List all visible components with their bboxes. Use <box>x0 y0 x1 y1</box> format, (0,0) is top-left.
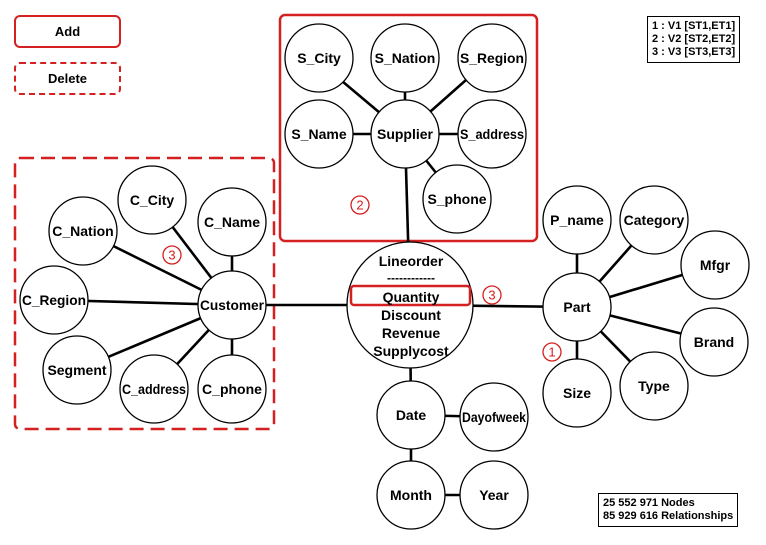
node-year-label: Year <box>479 487 509 503</box>
node-s-name: S_Name <box>284 99 354 169</box>
node-brand-label: Brand <box>694 334 734 350</box>
node-part: Part <box>542 272 612 342</box>
marker-part-version: 1 <box>542 342 562 362</box>
node-mfgr: Mfgr <box>680 230 750 300</box>
node-c-city-label: C_City <box>130 192 175 208</box>
node-s-address: S_address <box>457 99 527 169</box>
node-customer-label: Customer <box>200 297 265 313</box>
node-s-address-label: S_address <box>460 126 524 142</box>
node-segment: Segment <box>42 335 112 405</box>
node-category: Category <box>619 185 689 255</box>
node-date: Date <box>376 380 446 450</box>
node-brand: Brand <box>679 307 749 377</box>
node-supplier-label: Supplier <box>377 126 434 142</box>
node-c-phone-label: C_phone <box>202 381 262 397</box>
node-c-nation: C_Nation <box>48 196 118 266</box>
quantity-highlight-box <box>349 284 472 307</box>
node-c-address: C_address <box>119 354 189 424</box>
stats-relationships: 85 929 616 Relationships <box>603 510 734 522</box>
marker-part-version-text: 1 <box>548 345 555 360</box>
node-date-label: Date <box>396 407 427 423</box>
legend-entry-v3: 3 : V3 [ST3,ET3] <box>652 46 736 58</box>
node-s-nation-label: S_Nation <box>375 50 436 66</box>
node-p-name-label: P_name <box>550 212 604 228</box>
marker-quantity-version-text: 3 <box>488 288 495 303</box>
add-button[interactable]: Add <box>14 15 121 48</box>
node-s-city-label: S_City <box>297 50 341 66</box>
marker-quantity-version: 3 <box>482 285 502 305</box>
node-c-nation-label: C_Nation <box>52 223 113 239</box>
lineorder-attr-discount: Discount <box>381 307 441 323</box>
marker-supplier-version-text: 2 <box>356 198 363 213</box>
node-s-nation: S_Nation <box>370 23 440 93</box>
lineorder-title: Lineorder <box>379 253 444 269</box>
version-legend: 1 : V1 [ST1,ET1] 2 : V2 [ST2,ET2] 3 : V3… <box>647 16 741 63</box>
node-s-phone-label: S_phone <box>427 191 486 207</box>
node-c-address-label: C_address <box>122 381 186 397</box>
node-c-city: C_City <box>117 165 187 235</box>
node-mfgr-label: Mfgr <box>700 257 731 273</box>
node-size: Size <box>542 358 612 428</box>
marker-customer-version-text: 3 <box>168 248 175 263</box>
node-part-label: Part <box>563 299 591 315</box>
node-s-phone: S_phone <box>422 164 492 234</box>
legend-entry-v1: 1 : V1 [ST1,ET1] <box>652 20 736 32</box>
graph-stats: 25 552 971 Nodes 85 929 616 Relationship… <box>598 493 739 527</box>
delete-button[interactable]: Delete <box>14 62 121 95</box>
node-c-phone: C_phone <box>197 354 267 424</box>
node-p-name: P_name <box>542 185 612 255</box>
node-type-label: Type <box>638 378 670 394</box>
legend-entry-v2: 2 : V2 [ST2,ET2] <box>652 33 736 45</box>
node-s-region: S_Region <box>457 23 527 93</box>
node-segment-label: Segment <box>47 362 106 378</box>
lineorder-attr-quantity: Quantity <box>383 289 440 305</box>
marker-customer-version: 3 <box>162 245 182 265</box>
node-supplier: Supplier <box>370 99 440 169</box>
add-button-label: Add <box>54 24 81 39</box>
stats-nodes: 25 552 971 Nodes <box>603 497 695 509</box>
node-category-label: Category <box>624 212 685 228</box>
lineorder-attr-revenue: Revenue <box>382 325 441 341</box>
node-lineorder: Lineorder ------------ Quantity Discount… <box>346 241 474 369</box>
node-dayofweek: Dayofweek <box>459 382 529 452</box>
node-c-region: C_Region <box>19 265 89 335</box>
marker-supplier-version: 2 <box>350 195 370 215</box>
node-size-label: Size <box>563 385 591 401</box>
lineorder-separator: ------------ <box>387 271 435 285</box>
lineorder-attr-supplycost: Supplycost <box>373 343 449 359</box>
node-c-name-label: C_Name <box>204 214 260 230</box>
node-s-region-label: S_Region <box>460 50 524 66</box>
node-customer: Customer <box>197 270 267 340</box>
node-c-name: C_Name <box>197 187 267 257</box>
node-dayofweek-label: Dayofweek <box>462 409 526 425</box>
node-c-region-label: C_Region <box>22 292 86 308</box>
node-month: Month <box>376 460 446 530</box>
node-s-city: S_City <box>284 23 354 93</box>
delete-button-label: Delete <box>47 71 88 86</box>
node-year: Year <box>459 460 529 530</box>
node-s-name-label: S_Name <box>291 126 346 142</box>
customer-region-box <box>13 156 276 431</box>
node-type: Type <box>619 351 689 421</box>
node-month-label: Month <box>390 487 432 503</box>
